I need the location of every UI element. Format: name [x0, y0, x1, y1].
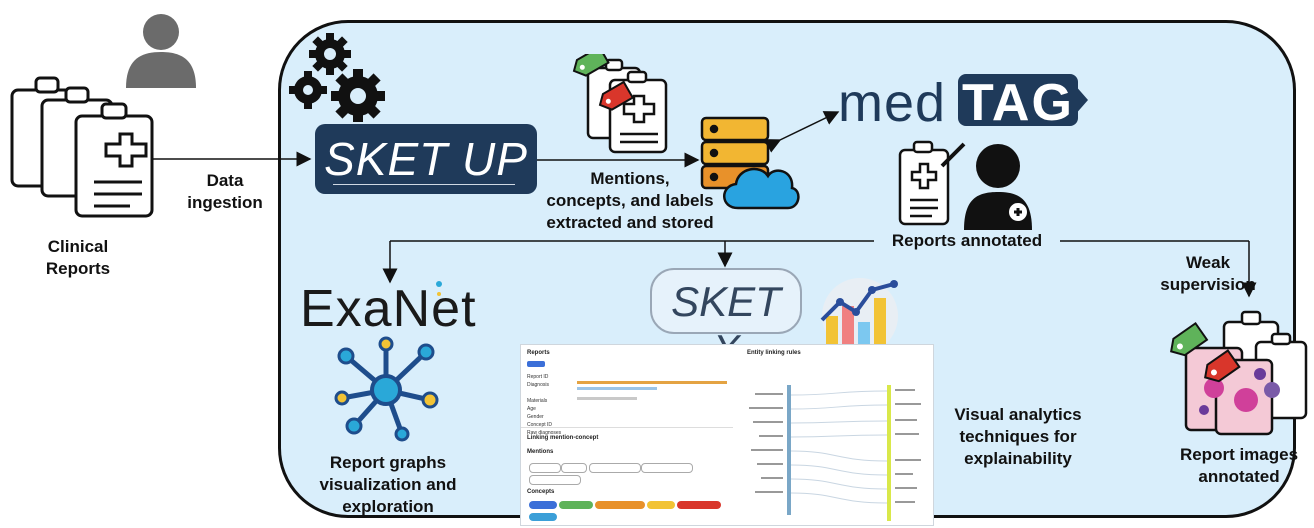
concept-pill: [677, 501, 721, 509]
screenshot-diagnosis-line: [577, 381, 727, 384]
sketx-screenshot: Reports Report ID Diagnosis Materials Ag…: [520, 344, 934, 526]
screenshot-concepts-label: Concepts: [527, 489, 555, 495]
medtag-boxed-text: TAG: [962, 74, 1074, 132]
concept-pill: [529, 513, 557, 521]
annotator-icon: [898, 140, 1032, 230]
mention-chip: [561, 463, 587, 473]
concept-pill: [559, 501, 593, 509]
medtag-box: [958, 74, 1078, 126]
screenshot-sankey: [749, 385, 921, 521]
medtag-arrow: [1074, 84, 1088, 116]
sketup-logo-text: SKET UP: [324, 133, 528, 185]
screenshot-entity-title: Entity linking rules: [747, 350, 801, 356]
exanet-logo: ExaNet: [300, 280, 477, 338]
data-ingestion-label: Data ingestion: [187, 171, 263, 212]
screenshot-linking-title: Linking mention-concept: [527, 435, 599, 441]
user-icon: [126, 14, 196, 88]
screenshot-mentions-label: Mentions: [527, 449, 554, 455]
screenshot-diagnosis-line: [577, 387, 657, 390]
exanet-accent: [436, 281, 442, 296]
sketx-logo: SKET X: [650, 268, 802, 373]
screenshot-tab: [527, 361, 545, 367]
clinical-reports-icon: [10, 76, 154, 218]
concept-pill: [647, 501, 675, 509]
arrow-storage-medtag: [764, 111, 840, 153]
graph-network-icon: [334, 336, 439, 442]
sketup-logo: SKET UP: [315, 124, 537, 194]
screenshot-divider: [521, 427, 733, 428]
tagged-reports-icon: [572, 54, 668, 154]
mention-chip: [641, 463, 693, 473]
database-cloud-icon: [700, 116, 800, 210]
exanet-caption: Report graphs visualization and explorat…: [319, 453, 457, 516]
medtag-prefix: med: [838, 73, 947, 133]
reports-annotated-label: Reports annotated: [874, 230, 1060, 252]
visual-analytics-caption: Visual analytics techniques for explaina…: [954, 405, 1082, 468]
screenshot-reports-title: Reports: [527, 350, 550, 356]
report-images-label: Report images annotated: [1179, 445, 1299, 486]
concept-pill: [595, 501, 645, 509]
concept-pill: [529, 501, 557, 509]
mention-chip: [589, 463, 641, 473]
sketup-underline: [333, 184, 515, 185]
clinical-reports-label: Clinical Reports: [45, 237, 111, 278]
annotated-images-icon: [1170, 310, 1308, 436]
mention-chip: [529, 463, 561, 473]
screenshot-fields: Report ID Diagnosis Materials Age Gender…: [527, 374, 562, 436]
screenshot-materials-line: [577, 397, 637, 400]
storage-caption: Mentions, concepts, and labels extracted…: [546, 169, 714, 232]
gears-icon: [289, 33, 385, 122]
mention-chip: [529, 475, 581, 485]
weak-supervision-label: Weak supervision: [1160, 253, 1256, 294]
medtag-logo: med TAG: [838, 70, 1088, 134]
